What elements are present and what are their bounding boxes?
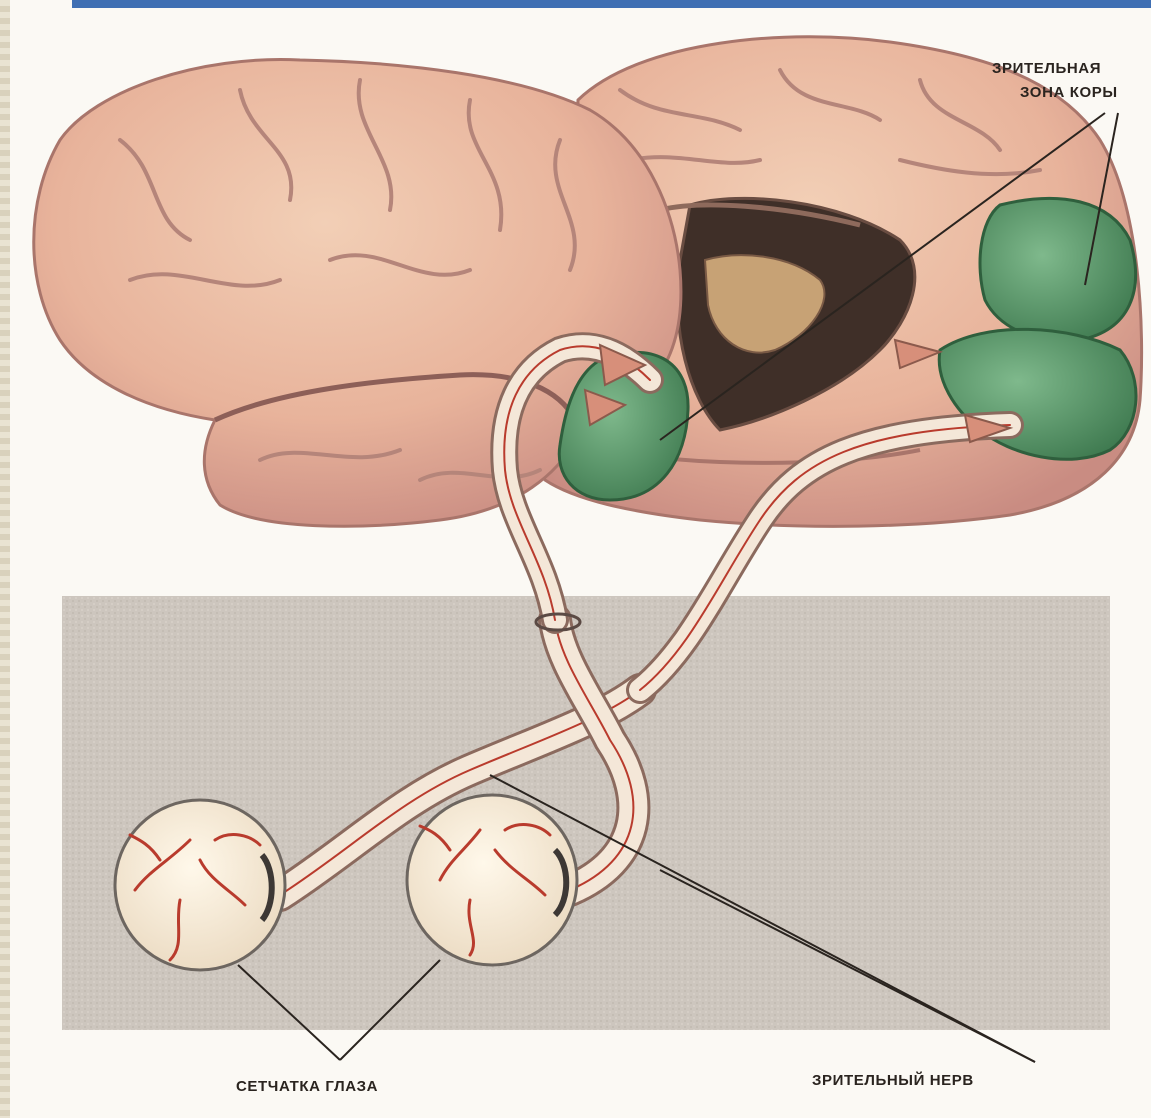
label-visual-cortex-line1: ЗРИТЕЛЬНАЯ [992,58,1101,80]
eyeball-left [115,800,285,970]
label-optic-nerve: ЗРИТЕЛЬНЫЙ НЕРВ [812,1070,974,1092]
label-retina: СЕТЧАТКА ГЛАЗА [236,1076,378,1098]
eyeball-right [407,795,577,965]
visual-zone-medial-upper [980,198,1136,341]
label-visual-cortex-line2: ЗОНА КОРЫ [1020,82,1118,104]
